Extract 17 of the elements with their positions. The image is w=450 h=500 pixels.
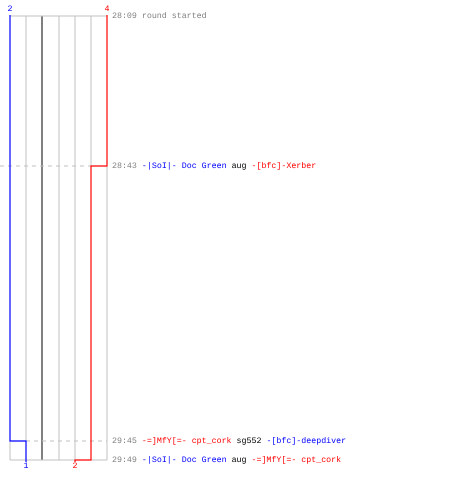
weapon-name: sg552 <box>236 436 262 446</box>
weapon-name: aug <box>232 162 246 170</box>
player-name: -|SoI|- Doc Green <box>142 456 227 464</box>
timestamp: 28:43 <box>112 162 137 170</box>
player-count: 4 <box>104 4 110 14</box>
player-count: 2 <box>8 4 12 14</box>
weapon-name: aug <box>232 456 246 464</box>
player-name: -|SoI|- Doc Green <box>142 162 227 170</box>
player-name: -=]MfY[=- cpt_cork <box>252 456 342 464</box>
timestamp: 29:49 <box>112 456 137 464</box>
player-count: 2 <box>72 462 78 470</box>
timestamp: 29:45 <box>112 436 137 446</box>
player-name: -[bfc]-deepdiver <box>266 436 346 446</box>
player-name: -=]MfY[=- cpt_cork <box>142 436 232 446</box>
event-text: 28:09 round started <box>112 12 207 20</box>
player-count: 1 <box>24 462 28 470</box>
player-name: -[bfc]-Xerber <box>252 162 316 170</box>
